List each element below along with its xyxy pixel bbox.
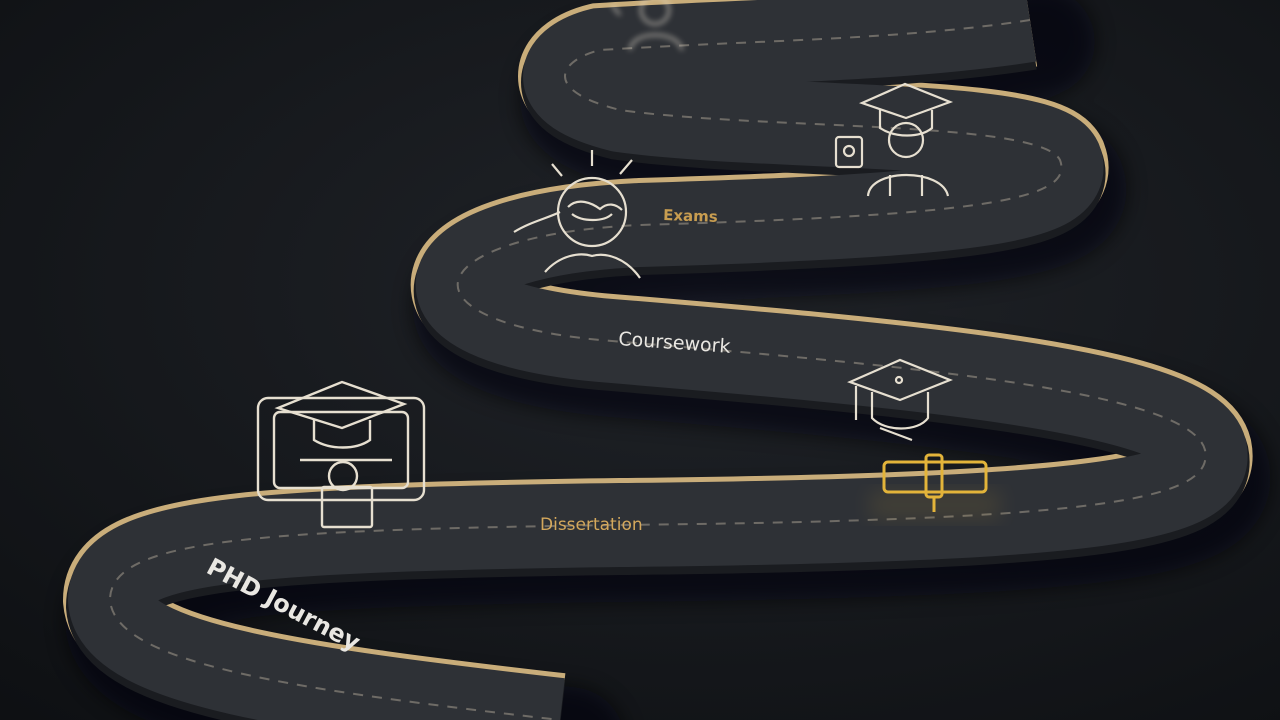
diploma-glow (870, 490, 1000, 520)
label-dissertation: Dissertation (540, 515, 643, 535)
road-center-line (108, 19, 1207, 720)
person-at-top-icon (611, 0, 684, 51)
graduate-person-icon (834, 82, 954, 197)
graduation-cap-icon (847, 358, 953, 442)
laptop-graduate-icon (256, 380, 426, 529)
lightbulb-head-icon (513, 150, 641, 279)
label-exams: Exams (663, 206, 718, 226)
